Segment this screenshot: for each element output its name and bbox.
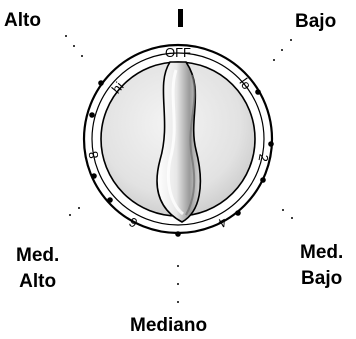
dial-off-label: OFF (165, 45, 191, 60)
